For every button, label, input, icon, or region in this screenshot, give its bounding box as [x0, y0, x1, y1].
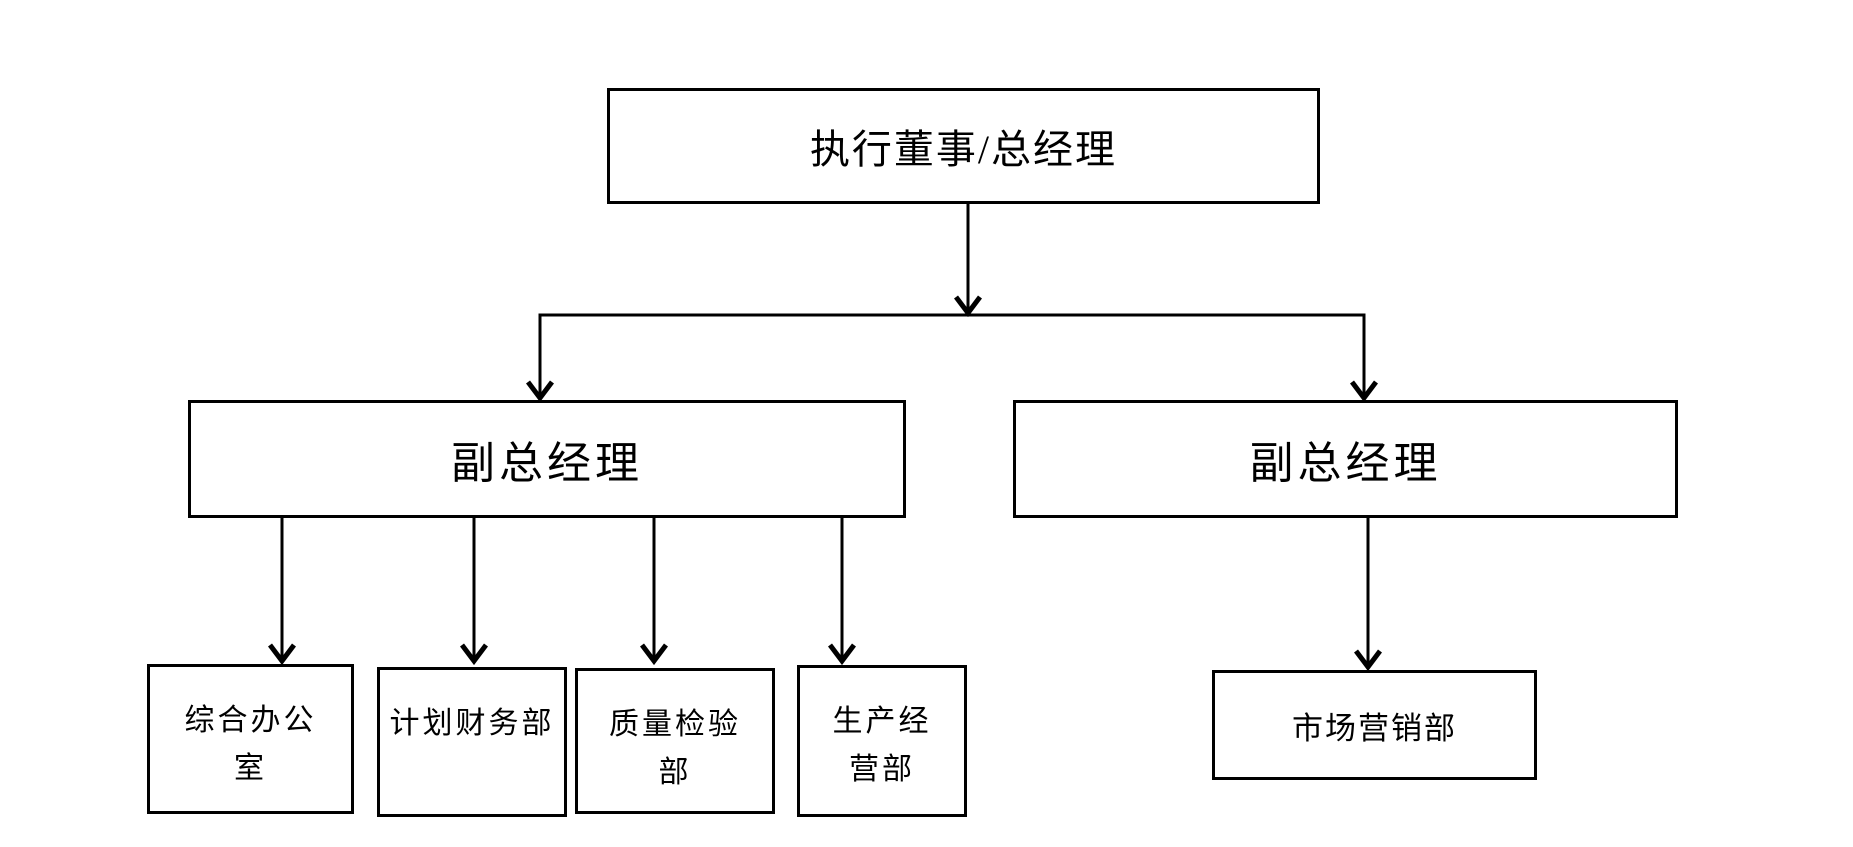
edge-bus-to-vps [538, 313, 1366, 394]
node-label-line1: 计划财务部 [389, 707, 555, 740]
node-label-line2: 营部 [849, 753, 915, 786]
node-label: 副总经理 [1249, 439, 1442, 488]
node-planning-finance-dept: 计划财务部 [377, 667, 567, 817]
node-production-operation-dept: 生产经 营部 [797, 665, 967, 817]
node-label-line2: 部 [658, 756, 692, 789]
arrowhead-quality-inspection [640, 643, 668, 666]
node-label-line1: 质量检验 [609, 708, 741, 741]
node-label: 执行董事/总经理 [809, 127, 1118, 172]
node-deputy-general-manager-right: 副总经理 [1013, 400, 1678, 518]
node-marketing-dept: 市场营销部 [1212, 670, 1537, 780]
arrowhead-bus-to-vp-left [526, 380, 554, 403]
arrowhead-root-to-bus [954, 295, 982, 318]
node-deputy-general-manager-left: 副总经理 [188, 400, 906, 518]
arrowhead-marketing [1354, 649, 1382, 672]
node-label-line1: 生产经 [832, 705, 932, 738]
node-label: 市场营销部 [1292, 710, 1457, 746]
node-executive-director-general-manager: 执行董事/总经理 [607, 88, 1320, 204]
arrowhead-general-office [268, 643, 296, 666]
node-quality-inspection-dept: 质量检验 部 [575, 668, 775, 814]
node-label-line2: 室 [234, 752, 267, 785]
arrowhead-bus-to-vp-right [1350, 380, 1378, 403]
arrowhead-production-operation [828, 643, 856, 666]
arrowhead-planning-finance [460, 643, 488, 666]
node-general-office: 综合办公 室 [147, 664, 354, 814]
node-label: 副总经理 [451, 439, 643, 488]
node-label-line1: 综合办公 [184, 704, 317, 737]
